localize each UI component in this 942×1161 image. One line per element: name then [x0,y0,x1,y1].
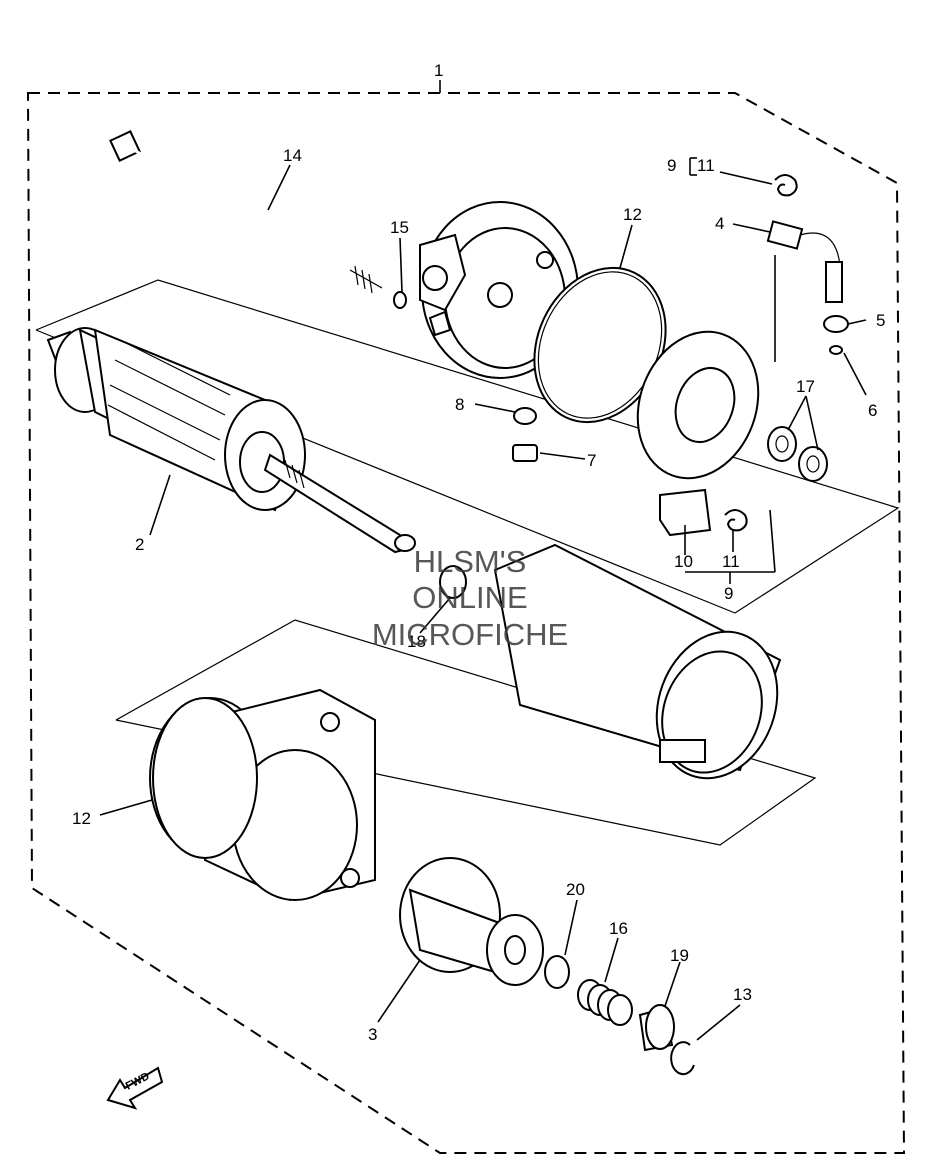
callout-12-bottom: 12 [72,809,91,828]
watermark-line-3: MICROFICHE [372,617,568,652]
callout-9-top: 9 [667,156,676,175]
lower-plate-outline [115,619,817,846]
long-bolt [109,130,383,294]
washer-18 [439,565,467,599]
callout-16: 16 [609,919,628,938]
callout-19: 19 [670,946,689,965]
callout-14: 14 [283,146,302,165]
callout-9-bottom: 9 [724,584,733,603]
callout-15: 15 [390,218,409,237]
watermark-line-2: ONLINE [412,580,527,615]
brush-holder-10 [659,488,712,537]
callout-13: 13 [733,985,752,1004]
spring-16 [577,979,633,1026]
callout-18: 18 [407,632,426,651]
o-ring-large-bottom [152,697,258,859]
washer-17a [767,426,797,462]
starter-clutch [399,857,544,986]
callout-3: 3 [368,1025,377,1044]
callout-11-top: 11 [697,156,715,175]
washer-5 [823,315,849,333]
o-ring-small [393,291,407,309]
callout-11-bottom: 11 [722,552,740,571]
o-ring-6 [829,345,843,355]
callout-5: 5 [876,311,885,330]
callout-4: 4 [715,214,724,233]
callout-1: 1 [434,61,443,80]
assembly-boundary [26,92,906,1154]
brush-plate [636,330,760,480]
spring-11-top [774,174,798,197]
armature [46,327,416,554]
callout-6: 6 [868,401,877,420]
callout-7: 7 [587,451,596,470]
callout-17: 17 [796,377,815,396]
callout-20: 20 [566,880,585,899]
ring-20 [544,955,570,989]
brush-with-lead [766,220,843,303]
callout-10: 10 [674,552,693,571]
callout-8: 8 [455,395,464,414]
upper-plate-outline [35,279,900,614]
callout-12-top: 12 [623,205,642,224]
yoke [493,543,782,780]
collar-19 [638,1004,675,1052]
fwd-arrow-icon: FWD [106,1066,164,1110]
callout-2: 2 [135,535,144,554]
nut-7 [512,444,538,462]
washer-17b [798,446,828,482]
spring-11-bottom [724,509,748,532]
watermark-line-1: HLSM'S [414,544,527,579]
circlip-13 [670,1041,695,1076]
nut-8 [513,407,537,425]
